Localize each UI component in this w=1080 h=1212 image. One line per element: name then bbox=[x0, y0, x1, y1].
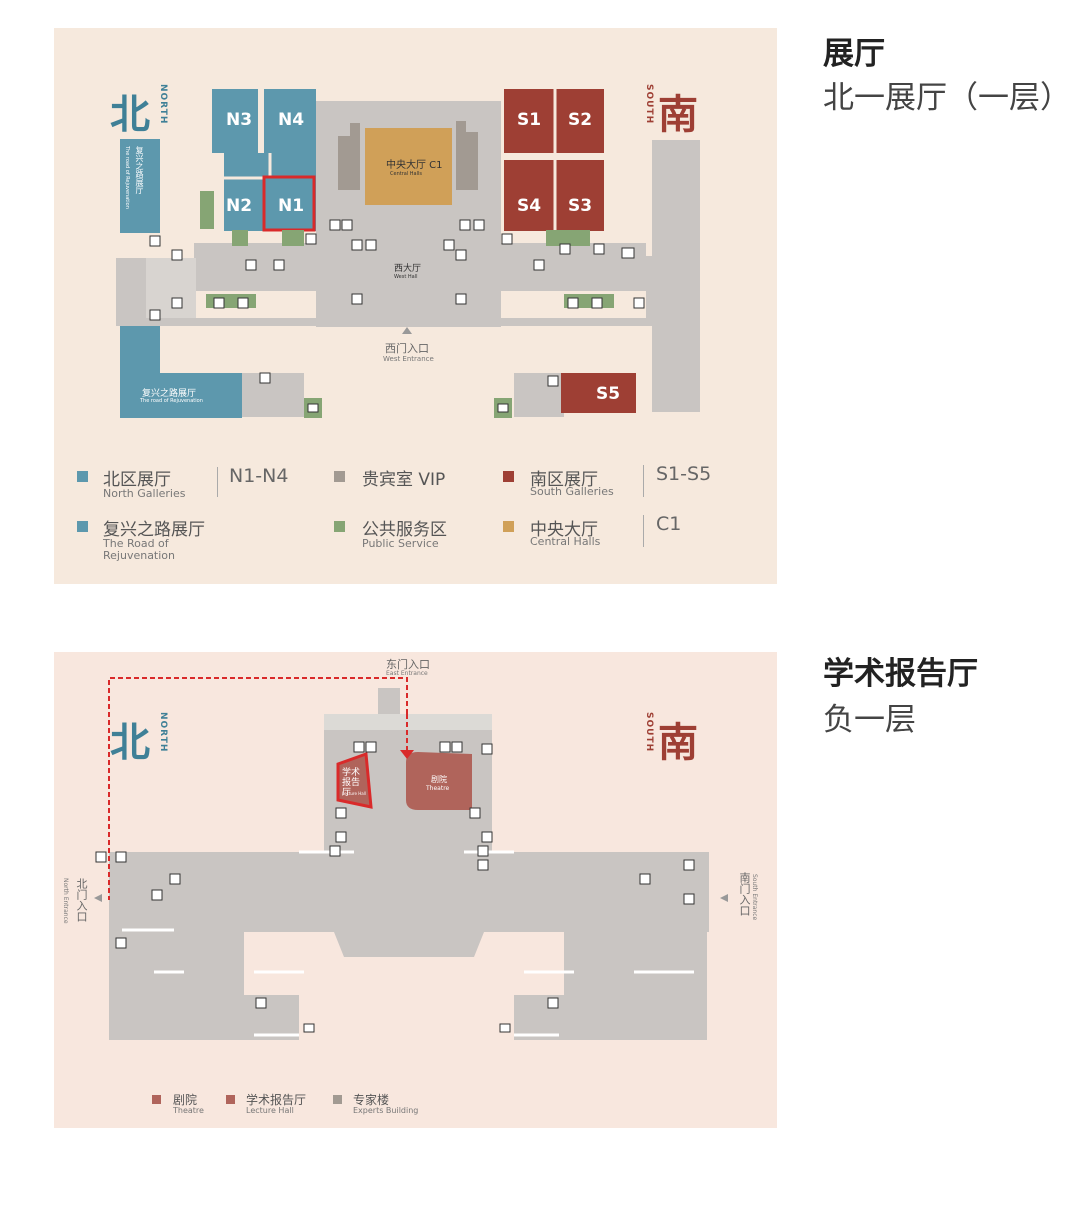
legend-north-code: N1-N4 bbox=[229, 465, 289, 487]
hall-s5-label: S5 bbox=[596, 384, 621, 404]
compass-north-2: 北 bbox=[110, 719, 150, 766]
legend-south-en: South Galleries bbox=[530, 485, 614, 498]
hall-s4-label: S4 bbox=[517, 196, 542, 216]
hall-n2-label: N2 bbox=[226, 196, 253, 216]
floor1-map-graphic bbox=[116, 89, 700, 418]
compass-south-en: SOUTH bbox=[644, 84, 654, 125]
rejuvenation-bottom-label: 复兴之路展厅 bbox=[142, 389, 197, 399]
theatre-label: 剧院 bbox=[431, 775, 447, 784]
section-subtitle-exhibition: 北一展厅（一层） bbox=[823, 80, 1071, 116]
south-entrance-label: 南门入口 bbox=[738, 872, 751, 916]
east-entrance-en: East Entrance bbox=[386, 670, 428, 677]
legend-swatch-lecture bbox=[226, 1095, 235, 1104]
north-entrance-label: 北门入口 bbox=[75, 878, 88, 922]
compass-north-en-2: NORTH bbox=[158, 712, 168, 753]
legend-theatre-zh: 剧院 bbox=[173, 1093, 198, 1107]
legend-vip-zh: 贵宾室 VIP bbox=[362, 470, 446, 490]
legend-experts-zh: 专家楼 bbox=[353, 1093, 390, 1107]
floor1-map-panel: 北 NORTH 南 SOUTH N3 N4 N2 N1 S1 S2 S4 S3 … bbox=[54, 28, 777, 584]
legend-rejuvenation-en: The Road of Rejuvenation bbox=[103, 537, 176, 562]
legend-central-code: C1 bbox=[656, 513, 682, 535]
compass-north: 北 bbox=[110, 91, 150, 138]
west-entrance-en: West Entrance bbox=[383, 355, 434, 363]
hall-n3-label: N3 bbox=[226, 110, 253, 130]
legend-public-en: Public Service bbox=[362, 537, 439, 550]
legend-swatch-north bbox=[77, 471, 88, 482]
central-hall-en: Central Halls bbox=[390, 171, 423, 177]
lecture-hall-label: 学术报告厅 bbox=[342, 768, 361, 798]
rejuvenation-side-label: 复兴之路展厅 bbox=[135, 146, 144, 194]
section-subtitle-lecture: 负一层 bbox=[823, 702, 916, 738]
compass-south-2: 南 bbox=[658, 719, 698, 766]
legend-south-zh: 南区展厅 bbox=[530, 470, 598, 490]
legend-swatch-south bbox=[503, 471, 514, 482]
legend-rejuvenation-zh: 复兴之路展厅 bbox=[103, 520, 205, 540]
section-title-exhibition: 展厅 bbox=[823, 36, 885, 72]
legend-central-en: Central Halls bbox=[530, 535, 601, 548]
legend-experts-en: Experts Building bbox=[353, 1106, 419, 1115]
legend-south-code: S1-S5 bbox=[656, 463, 712, 485]
south-entrance-en: South Entrance bbox=[751, 874, 758, 921]
west-hall-label: 西大厅 bbox=[394, 264, 422, 274]
legend-north-zh: 北区展厅 bbox=[103, 470, 171, 490]
hall-n4-label: N4 bbox=[278, 110, 305, 130]
west-entrance-label: 西门入口 bbox=[385, 342, 429, 355]
legend-swatch-vip bbox=[334, 471, 345, 482]
hall-n1-label: N1 bbox=[278, 196, 305, 216]
legend-central-zh: 中央大厅 bbox=[530, 520, 598, 540]
legend-north-en: North Galleries bbox=[103, 487, 186, 500]
west-hall-en: West Hall bbox=[394, 274, 418, 280]
floor2-map-panel: 北 NORTH 南 SOUTH 东门入口 East Entrance 北门入口 … bbox=[54, 652, 777, 1128]
lecture-hall-shape bbox=[336, 751, 373, 809]
legend-lecture-en: Lecture Hall bbox=[246, 1106, 294, 1115]
hall-s2-label: S2 bbox=[568, 110, 593, 130]
legend-public-zh: 公共服务区 bbox=[362, 520, 447, 540]
east-entrance-label: 东门入口 bbox=[386, 658, 430, 671]
legend-swatch-rejuvenation bbox=[77, 521, 88, 532]
compass-south-en-2: SOUTH bbox=[644, 712, 654, 753]
legend-theatre-en: Theatre bbox=[173, 1106, 204, 1115]
central-hall-label: 中央大厅 C1 bbox=[386, 160, 443, 171]
section-title-lecture: 学术报告厅 bbox=[823, 656, 978, 692]
legend-swatch-central bbox=[503, 521, 514, 532]
hall-s1-label: S1 bbox=[517, 110, 542, 130]
rejuvenation-bottom-en: The road of Rejuvenation bbox=[140, 398, 203, 404]
theatre-en: Theatre bbox=[426, 785, 450, 792]
lecture-hall-en: Lecture Hall bbox=[342, 791, 366, 796]
legend-lecture-zh: 学术报告厅 bbox=[246, 1093, 307, 1107]
legend-swatch-theatre bbox=[152, 1095, 161, 1104]
hall-s3-label: S3 bbox=[568, 196, 593, 216]
north-entrance-en: North Entrance bbox=[62, 878, 69, 924]
rejuvenation-side-en: The road of Rejuvenation bbox=[124, 146, 130, 209]
floor2-map-graphic bbox=[94, 677, 728, 1040]
compass-south: 南 bbox=[658, 91, 698, 138]
legend-swatch-public bbox=[334, 521, 345, 532]
legend-swatch-experts bbox=[333, 1095, 342, 1104]
compass-north-en: NORTH bbox=[158, 84, 168, 125]
